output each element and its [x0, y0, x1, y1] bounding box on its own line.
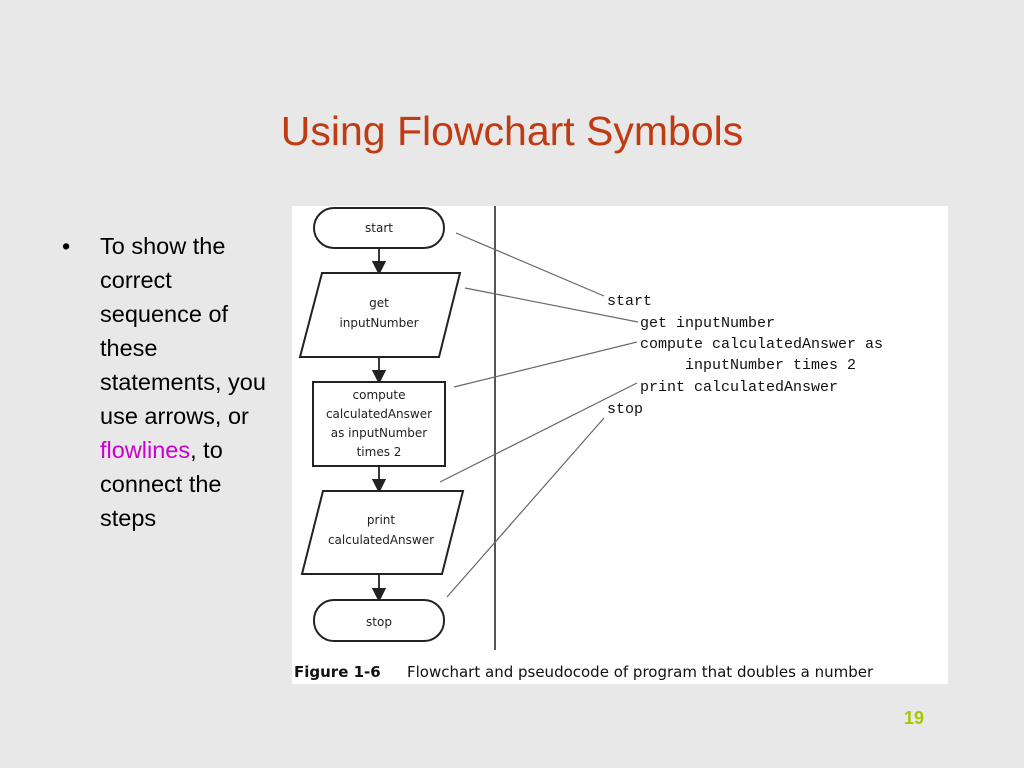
connector-line — [455, 232, 605, 297]
output-label-line-1: print — [367, 513, 395, 527]
bullet-point: • To show the correct sequence of these … — [62, 229, 272, 535]
pseudocode-line: compute calculatedAnswer as — [640, 336, 883, 353]
input-label-line-1: get — [369, 296, 389, 310]
connector-line — [453, 341, 638, 388]
slide-title: Using Flowchart Symbols — [280, 108, 744, 154]
pseudocode-line: stop — [607, 401, 643, 418]
pseudocode-line: inputNumber times 2 — [685, 357, 856, 374]
figure-caption-text: Flowchart and pseudocode of program that… — [407, 663, 874, 681]
stop-label: stop — [366, 615, 392, 629]
process-label-line-1: compute — [353, 388, 406, 402]
start-label: start — [365, 221, 393, 235]
process-label-line-3: as inputNumber — [331, 426, 428, 440]
process-label-line-2: calculatedAnswer — [326, 407, 432, 421]
input-parallelogram — [298, 272, 462, 358]
output-parallelogram — [300, 490, 465, 575]
flowchart-figure: start get inputNumber compute calculated… — [294, 206, 883, 681]
page-number: 19 — [904, 708, 925, 728]
flowlines-highlight: flowlines — [100, 437, 191, 463]
process-label-line-4: times 2 — [357, 445, 402, 459]
pseudocode-line: print calculatedAnswer — [640, 379, 838, 396]
bullet-text-after: , to connect the steps — [100, 437, 223, 531]
output-label-line-2: calculatedAnswer — [328, 533, 434, 547]
pseudocode-line: get inputNumber — [640, 315, 775, 332]
figure-caption-label: Figure 1-6 — [294, 663, 381, 681]
connector-line — [439, 382, 638, 483]
connector-line — [464, 287, 639, 323]
bullet-marker: • — [62, 233, 71, 259]
connector-line — [446, 417, 605, 598]
process-rectangle — [312, 381, 446, 467]
bullet-text: To show the correct sequence of these st… — [100, 229, 272, 535]
pseudocode-line: start — [607, 293, 652, 310]
bullet-text-before: To show the correct sequence of these st… — [100, 233, 266, 429]
figure-panel: start get inputNumber compute calculated… — [292, 206, 948, 684]
stop-terminal — [313, 599, 445, 642]
input-label-line-2: inputNumber — [339, 316, 418, 330]
